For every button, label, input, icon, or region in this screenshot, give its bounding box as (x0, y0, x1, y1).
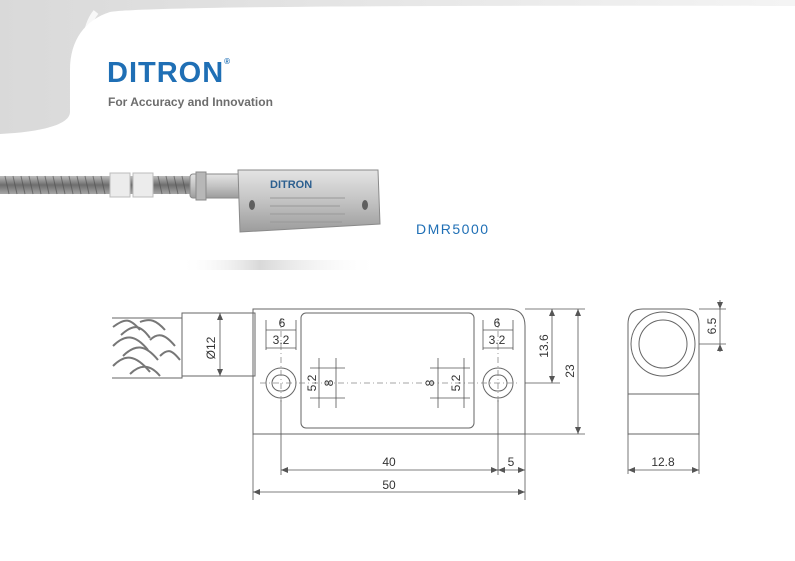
dim-overall-thickness: 12.8 (651, 455, 675, 469)
side-view (627, 308, 700, 435)
window-outline (300, 312, 475, 429)
product-photo: DITRON (0, 169, 381, 270)
dim-hole-spacing-right: 6 (494, 316, 501, 330)
dim-slot-height-right: 5.2 (449, 374, 463, 391)
dim-hole-spacing-left: 6 (279, 316, 286, 330)
dim-hole-pitch: 40 (382, 455, 396, 469)
brand-logo: DITRON® (107, 57, 231, 90)
registered-mark: ® (224, 57, 232, 66)
housing-front-view (252, 308, 526, 435)
dim-hole-center-height: 13.6 (537, 334, 551, 358)
model-number: DMR5000 (416, 221, 490, 237)
connector-outline (181, 312, 256, 377)
dim-slot-height-left: 5.2 (305, 374, 319, 391)
readhead-photo (237, 169, 381, 233)
dim-overall-height: 23 (563, 364, 577, 378)
dim-slot-length-right: 8 (423, 379, 437, 386)
dim-side-offset: 6.5 (705, 317, 719, 334)
dim-slot-length-left: 8 (322, 379, 336, 386)
dim-cable-diameter: Ø12 (204, 336, 218, 359)
brand-name: DITRON (107, 57, 225, 89)
dim-hole-width-left: 3.2 (273, 333, 290, 347)
brand-tagline: For Accuracy and Innovation (108, 95, 273, 109)
readhead-brand-text: DITRON (270, 179, 312, 191)
dim-hole-width-right: 3.2 (489, 333, 506, 347)
dim-overall-length: 50 (382, 478, 396, 492)
dim-hole-edge-offset: 5 (508, 455, 515, 469)
